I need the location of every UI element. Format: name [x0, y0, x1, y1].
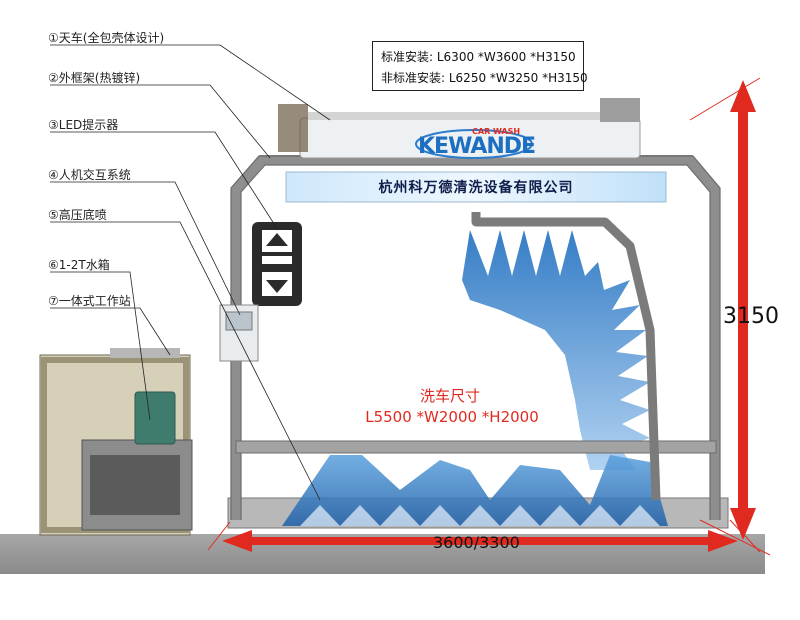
width-dimension	[207, 519, 761, 553]
label-overhead-crane: ①天车(全包壳体设计)	[48, 31, 165, 45]
spray-arm	[471, 212, 661, 501]
spec-standard: 标准安装: L6300 *W3600 *H3150	[381, 50, 576, 64]
led-indicator	[252, 222, 302, 306]
label-led-indicator: ③LED提示器	[48, 118, 119, 132]
height-dimension	[689, 77, 771, 556]
overhead-crane	[278, 98, 641, 159]
workstation	[39, 348, 193, 536]
width-value: 3600/3300	[433, 533, 520, 552]
label-hmi: ④人机交互系统	[48, 168, 131, 182]
mid-crossbar	[235, 440, 717, 454]
spec-nonstandard: 非标准安装: L6250 *W3250 *H3150	[381, 71, 588, 85]
label-floor-spray: ⑤高压底喷	[48, 208, 107, 222]
label-workstation: ⑦一体式工作站	[48, 294, 131, 308]
brand-logo: KEWANDE	[418, 134, 536, 159]
install-spec-box: 标准安装: L6300 *W3600 *H3150 非标准安装: L6250 *…	[372, 41, 588, 91]
label-outer-frame: ②外框架(热镀锌)	[48, 71, 141, 85]
outer-frame	[231, 155, 720, 520]
brand-tagline: CAR WASH	[472, 127, 521, 136]
wash-size-dims: L5500 *W2000 *H2000	[365, 408, 539, 426]
wash-size-title: 洗车尺寸	[419, 387, 480, 405]
height-value: 3150	[723, 304, 779, 329]
water-tank	[134, 391, 176, 445]
floor-spray	[282, 455, 668, 526]
company-banner	[285, 171, 667, 203]
leader-lines	[50, 44, 331, 501]
side-spray	[462, 230, 650, 470]
company-name: 杭州科万德清洗设备有限公司	[378, 180, 574, 196]
label-water-tank: ⑥1-2T水箱	[48, 258, 110, 272]
